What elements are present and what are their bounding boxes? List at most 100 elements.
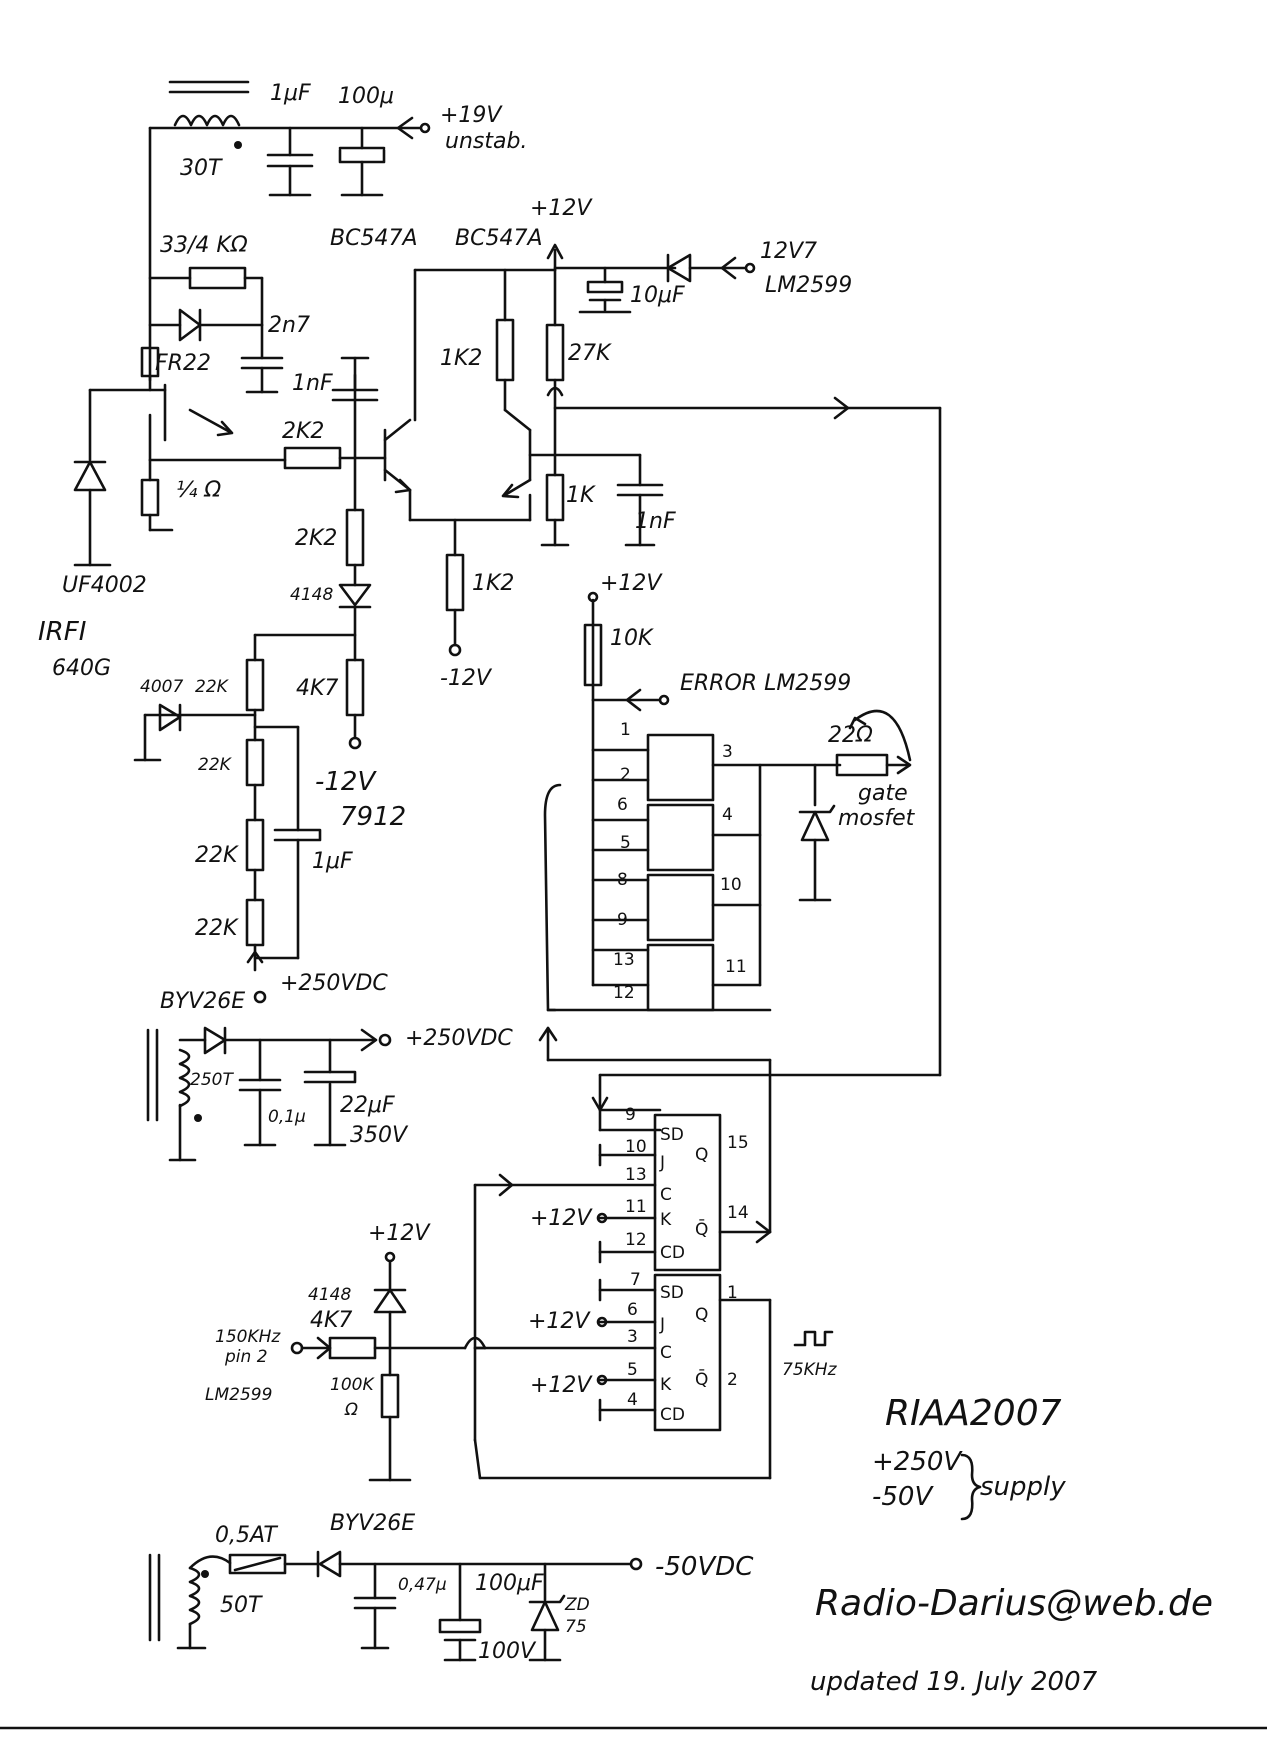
- component-labels: 1μF 100μ +19V unstab. 30T +12V 33/4 KΩ B…: [38, 81, 1213, 1697]
- transistor-pair: [383, 243, 942, 657]
- label-2k2-b: 2K2: [295, 526, 337, 551]
- pin-q-a: Q: [695, 1145, 708, 1165]
- label-mosfet: mosfet: [838, 806, 916, 831]
- pin-2: 2: [620, 765, 631, 785]
- label-12v7: 12V7: [760, 239, 817, 264]
- label-minus12-b: -12V: [315, 767, 377, 797]
- pin-q-b: Q: [695, 1305, 708, 1325]
- label-75khz: 75KHz: [782, 1360, 838, 1380]
- pin-ff-9: 9: [625, 1105, 636, 1125]
- label-4148-b: 4148: [308, 1285, 351, 1305]
- pin-3: 3: [722, 742, 733, 762]
- pin-j-b: J: [659, 1315, 665, 1335]
- supply-brace: [960, 1453, 982, 1521]
- label-100v: 100V: [478, 1639, 537, 1664]
- pin-k-b: K: [660, 1375, 672, 1395]
- author-email: Radio-Darius@web.de: [815, 1583, 1213, 1624]
- updated-date: updated 19. July 2007: [810, 1667, 1098, 1697]
- label-22k-b: 22K: [198, 755, 233, 775]
- label-7912: 7912: [340, 802, 406, 832]
- supply-word: supply: [980, 1472, 1066, 1502]
- pin-ff-6: 6: [627, 1300, 638, 1320]
- label-01u: 0,1μ: [268, 1107, 306, 1127]
- label-047u: 0,47μ: [398, 1575, 447, 1595]
- label-irfi: IRFI: [38, 617, 86, 647]
- label-vin: +19V: [440, 103, 503, 128]
- label-4007: 4007: [140, 677, 183, 697]
- label-quarter-ohm: ¼ Ω: [176, 478, 221, 503]
- label-minus50: -50VDC: [655, 1552, 754, 1582]
- pin-ff-15: 15: [727, 1133, 749, 1153]
- pin-12: 12: [613, 983, 635, 1003]
- label-plus12-b: +12V: [600, 571, 663, 596]
- pin-9: 9: [617, 910, 628, 930]
- label-byv26e-b: BYV26E: [330, 1511, 415, 1536]
- pin-ff-11: 11: [625, 1197, 647, 1217]
- label-unstab: unstab.: [445, 129, 527, 154]
- pin-cd-b: CD: [660, 1405, 685, 1425]
- pin-ff-12: 12: [625, 1230, 647, 1250]
- label-22uf: 22μF: [340, 1093, 395, 1118]
- label-27k: 27K: [568, 341, 612, 366]
- pin-sd-a: SD: [660, 1125, 684, 1145]
- label-22k-c: 22K: [195, 843, 239, 868]
- label-plus12-top: +12V: [530, 196, 593, 221]
- label-ohm: Ω: [344, 1400, 358, 1420]
- pin-11: 11: [725, 957, 747, 977]
- pin-j-a: J: [659, 1153, 665, 1173]
- label-250t: 250T: [190, 1070, 234, 1090]
- label-bc2: BC547A: [455, 226, 543, 251]
- label-plus250-a: +250VDC: [280, 971, 388, 996]
- pin-5: 5: [620, 833, 631, 853]
- pin-ff-5: 5: [627, 1360, 638, 1380]
- label-4k7-b: 4K7: [310, 1308, 352, 1333]
- label-plus12-e: +12V: [528, 1309, 591, 1334]
- gate-drive-chain: [253, 356, 387, 750]
- label-1k2-b: 1K2: [472, 571, 514, 596]
- mosfet-stage: [73, 346, 287, 567]
- pin-ff-3: 3: [627, 1327, 638, 1347]
- supply-minus50: -50V: [872, 1482, 934, 1512]
- title-riaa2007: RIAA2007: [885, 1393, 1062, 1434]
- label-zd: ZD: [564, 1595, 590, 1615]
- label-2k2-a: 2K2: [282, 419, 324, 444]
- input-filter: [148, 80, 431, 382]
- pin-ff-2: 2: [727, 1370, 738, 1390]
- pin-10: 10: [720, 875, 742, 895]
- label-r33: 33/4 KΩ: [160, 233, 248, 258]
- label-22k-d: 22K: [195, 916, 239, 941]
- pin-ff-10: 10: [625, 1137, 647, 1157]
- pin-qbar-b: Q̄: [695, 1368, 708, 1390]
- label-22k-a: 22K: [195, 677, 230, 697]
- label-150khz: 150KHz: [215, 1327, 281, 1347]
- pin-sd-b: SD: [660, 1283, 684, 1303]
- neg50-supply: [148, 1550, 643, 1662]
- nand-gate-block: [538, 591, 912, 1234]
- hv-secondary: [146, 1026, 392, 1162]
- label-10k: 10K: [610, 626, 654, 651]
- label-fr22: FR22: [155, 351, 211, 376]
- hv-feedback-divider: [133, 658, 322, 1004]
- label-lm-bottom: LM2599: [205, 1385, 272, 1405]
- label-zd75: 75: [565, 1617, 587, 1637]
- pin-4: 4: [722, 805, 733, 825]
- pin-ff-7: 7: [630, 1270, 641, 1290]
- label-plus12-f: +12V: [530, 1373, 593, 1398]
- pin-qbar-a: Q̄: [695, 1218, 708, 1240]
- label-bc1: BC547A: [330, 226, 418, 251]
- label-22ohm: 22Ω: [828, 723, 873, 748]
- label-1nf-b: 1nF: [635, 509, 676, 534]
- label-error: ERROR LM2599: [680, 671, 851, 696]
- label-c2: 100μ: [338, 84, 394, 109]
- label-pin2: pin 2: [224, 1347, 268, 1367]
- label-05at: 0,5AT: [215, 1523, 278, 1548]
- pin-ff-4: 4: [627, 1390, 638, 1410]
- label-350v: 350V: [350, 1123, 409, 1148]
- label-minus12-a: -12V: [440, 666, 493, 691]
- pin-13: 13: [613, 950, 635, 970]
- pin-ff-14: 14: [727, 1203, 749, 1223]
- label-100uf: 100μF: [475, 1571, 544, 1596]
- label-1nf-a: 1nF: [292, 371, 333, 396]
